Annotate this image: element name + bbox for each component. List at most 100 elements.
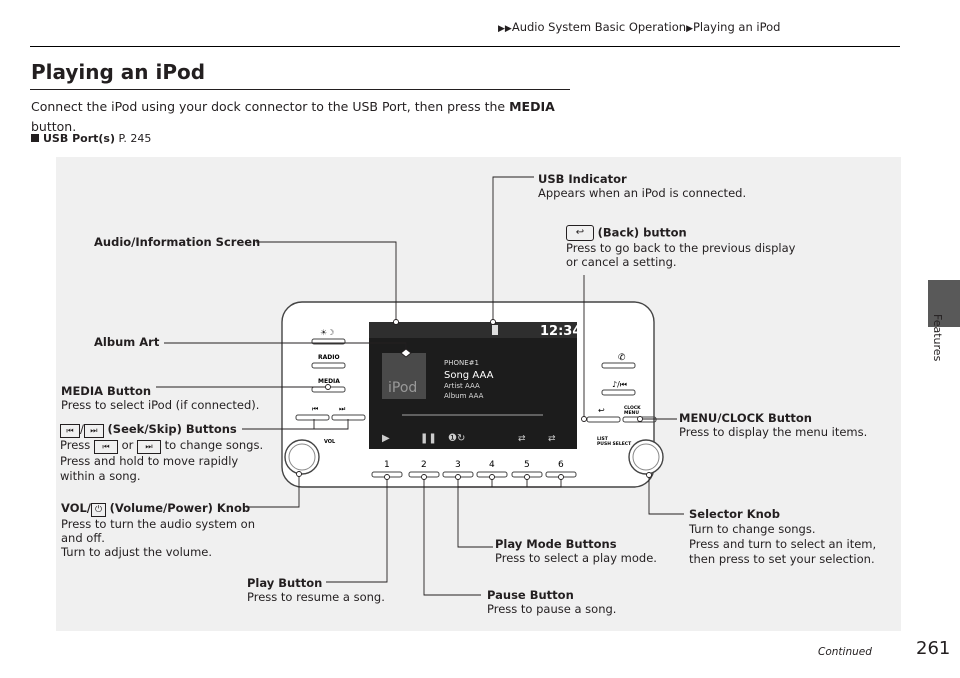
preset-number: 1 (384, 460, 390, 470)
callout-desc: within a song. (60, 469, 141, 483)
leader-selector (648, 475, 684, 515)
leader-dot (490, 319, 496, 325)
callout-title: USB Indicator (538, 172, 627, 186)
usb-indicator-callout: USB Indicator Appears when an iPod is co… (538, 172, 746, 200)
callout-desc: Press to select a play mode. (495, 551, 657, 565)
seek-forward-icon: ⏭ (83, 424, 104, 438)
callout-desc: or cancel a setting. (566, 255, 677, 269)
callout-desc: and off. (61, 531, 105, 545)
usb-indicator-icon (492, 325, 498, 335)
media-button-callout: MEDIA Button Press to select iPod (if co… (61, 384, 259, 412)
callout-desc: Appears when an iPod is connected. (538, 186, 747, 200)
preset-number: 3 (455, 460, 461, 470)
leader-lines (156, 176, 684, 596)
continued-note: Continued (818, 646, 872, 658)
callout-title: Audio/Information Screen (94, 235, 261, 249)
preset-number: 5 (524, 460, 530, 470)
leader-diamond (400, 348, 412, 358)
callout-desc: Press (60, 438, 91, 452)
figure-panel: 12:34 iPod PHONE#1 Song AAA Artist AAA A… (56, 157, 901, 631)
leader-vol (246, 474, 300, 508)
music-info-icon: ♪/⏮ (612, 380, 627, 389)
callout-title: Selector Knob (689, 507, 780, 521)
clock-label: CLOCK (624, 405, 641, 411)
preset-number: 4 (489, 460, 495, 470)
callout-title: (Seek/Skip) Buttons (107, 422, 237, 436)
phone-button[interactable] (601, 362, 636, 369)
phone-icon: ✆ (618, 353, 626, 363)
audio-screen-callout: Audio/Information Screen (94, 235, 260, 249)
selector-knob-ring (632, 443, 660, 471)
push-select-label: PUSH SELECT (597, 441, 632, 447)
menu-clock-callout: MENU/CLOCK Button Press to display the m… (679, 411, 867, 439)
leader-audio-screen (256, 241, 397, 322)
pause-icon: ❚❚ (420, 433, 437, 444)
play-mode-callout: Play Mode Buttons Press to select a play… (495, 537, 657, 565)
seek-forward-icon: ⏭ (137, 440, 162, 454)
leader-dot (558, 474, 564, 480)
seek-forward-button[interactable] (331, 414, 366, 421)
radio-button[interactable] (311, 362, 346, 369)
display-button[interactable] (311, 338, 346, 345)
artist-name: Artist AAA (444, 382, 480, 390)
leader-play (326, 477, 388, 583)
breadcrumb-item[interactable]: Playing an iPod (692, 20, 781, 34)
album-art-callout: Album Art (94, 335, 159, 349)
title-divider (30, 89, 570, 90)
callout-desc: to change songs. (164, 438, 264, 452)
volume-power-knob[interactable] (284, 439, 320, 475)
vol-knob-callout: VOL/⏻ (Volume/Power) Knob Press to turn … (61, 501, 255, 559)
leader-dot (581, 416, 587, 422)
preset-number: 2 (421, 460, 427, 470)
leader-dot (421, 474, 427, 480)
phone-label: PHONE#1 (444, 359, 479, 367)
leader-dot (637, 416, 643, 422)
song-title: Song AAA (444, 370, 494, 381)
callout-title: Pause Button (487, 588, 574, 602)
page-title: Playing an iPod (31, 60, 206, 84)
back-key-icon: ↩ (566, 225, 594, 241)
leader-dot (489, 474, 495, 480)
brightness-icon: ☀☽ (320, 328, 334, 337)
header-divider (30, 46, 900, 47)
play-button-callout: Play Button Press to resume a song. (247, 576, 385, 604)
seek-back-button[interactable] (295, 414, 330, 421)
leader-dot (384, 474, 390, 480)
callout-title: (Back) button (597, 225, 687, 240)
seek-back-icon: ⏮ (60, 424, 80, 438)
leader-dot (524, 474, 530, 480)
selector-knob[interactable] (628, 439, 664, 475)
audio-unit-diagram: 12:34 iPod PHONE#1 Song AAA Artist AAA A… (156, 176, 684, 596)
seek-back-icon: ⏮ (93, 440, 118, 454)
music-info-button[interactable] (601, 389, 636, 396)
leader-dot (296, 471, 302, 477)
callout-desc: Press and hold to move rapidly (60, 454, 239, 468)
back-arrow-icon: ↩ (598, 406, 605, 415)
list-label: LIST (597, 436, 609, 442)
breadcrumb: ▶▶Audio System Basic Operation▶Playing a… (498, 20, 780, 34)
repeat-icon: ❶↻ (448, 433, 465, 444)
leader-playmode (457, 477, 493, 548)
callout-desc: Turn to change songs. (689, 522, 816, 536)
power-icon: ⏻ (91, 503, 107, 517)
arrow-icon: ▶▶ (498, 24, 512, 34)
callout-title: Play Mode Buttons (495, 537, 617, 551)
cross-reference[interactable]: USB Port(s) P. 245 (31, 132, 151, 145)
callout-desc: Press and turn to select an item, (689, 537, 877, 551)
shuffle-all-icon: ⇄ (548, 434, 556, 444)
callout-title: MEDIA Button (61, 384, 152, 398)
chapter-tab (928, 280, 960, 327)
callout-title: Album Art (94, 335, 160, 349)
leader-usb (492, 176, 534, 322)
ref-page: P. 245 (118, 132, 152, 145)
media-label: MEDIA (318, 378, 340, 385)
callout-title: Play Button (247, 576, 323, 590)
breadcrumb-item[interactable]: Audio System Basic Operation (511, 20, 687, 34)
leader-dot (325, 384, 331, 390)
back-button[interactable] (586, 416, 621, 423)
shuffle-icon: ⇄ (518, 434, 526, 444)
callout-title: (Volume/Power) Knob (109, 501, 251, 515)
play-icon: ▶ (382, 433, 390, 444)
callout-desc: Press to turn the audio system on (61, 517, 255, 531)
leader-dot (455, 474, 461, 480)
